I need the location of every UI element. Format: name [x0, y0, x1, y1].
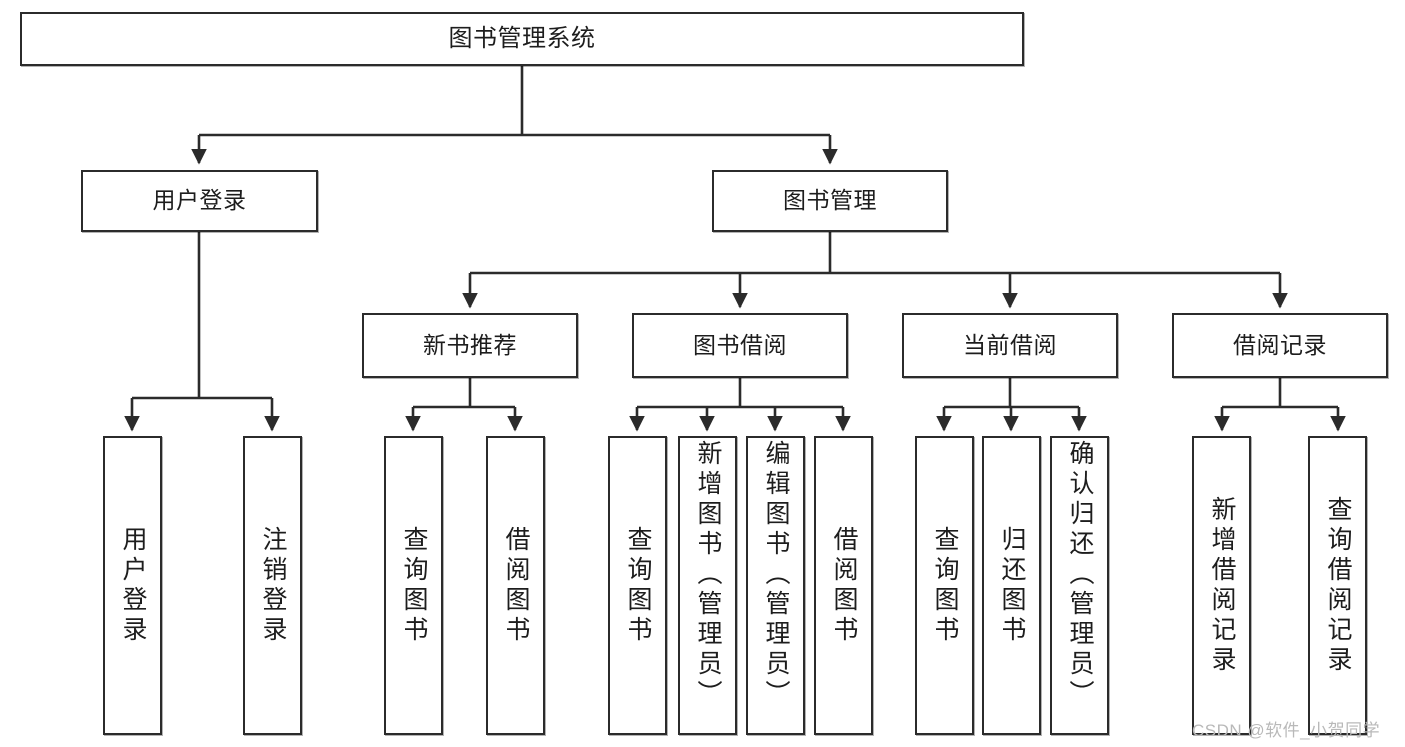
node-label: 查询图书 [931, 525, 959, 646]
node-book-management[interactable]: 图书管理 [712, 170, 948, 232]
leaf-return-book[interactable]: 归还图书 [982, 436, 1041, 735]
leaf-add-borrow-record[interactable]: 新增借阅记录 [1192, 436, 1251, 735]
leaf-query-book-current[interactable]: 查询图书 [915, 436, 974, 735]
node-label: 查询图书 [624, 525, 652, 646]
node-label: 借阅图书 [830, 525, 858, 646]
node-label: 借阅记录 [1233, 331, 1327, 358]
leaf-user-login[interactable]: 用户登录 [103, 436, 162, 735]
node-label: 用户登录 [152, 187, 247, 214]
node-label: 图书管理系统 [448, 24, 596, 52]
leaf-query-book-borrow[interactable]: 查询图书 [608, 436, 667, 735]
node-label: 归还图书 [998, 525, 1026, 646]
leaf-borrow-book-borrow[interactable]: 借阅图书 [814, 436, 873, 735]
node-label: 图书借阅 [693, 331, 787, 358]
node-user-login[interactable]: 用户登录 [81, 170, 318, 232]
node-label: 用户登录 [119, 525, 147, 646]
node-label: 编辑图书（管理员） [762, 440, 790, 710]
node-borrowing-records[interactable]: 借阅记录 [1172, 313, 1388, 378]
leaf-query-book-new-rec[interactable]: 查询图书 [384, 436, 443, 735]
leaf-borrow-book-new-rec[interactable]: 借阅图书 [486, 436, 545, 735]
csdn-watermark: CSDN @软件_小贺同学 [1192, 721, 1381, 740]
node-book-borrowing[interactable]: 图书借阅 [632, 313, 848, 378]
node-current-borrowing[interactable]: 当前借阅 [902, 313, 1118, 378]
node-label: 新增借阅记录 [1208, 495, 1236, 676]
node-label: 查询借阅记录 [1324, 495, 1352, 676]
node-label: 查询图书 [400, 525, 428, 646]
leaf-confirm-return-admin[interactable]: 确认归还（管理员） [1050, 436, 1109, 735]
node-label: 确认归还（管理员） [1066, 440, 1094, 710]
node-new-book-recommendation[interactable]: 新书推荐 [362, 313, 578, 378]
leaf-user-logout[interactable]: 注销登录 [243, 436, 302, 735]
leaf-query-borrow-record[interactable]: 查询借阅记录 [1308, 436, 1367, 735]
leaf-add-book-admin[interactable]: 新增图书（管理员） [678, 436, 737, 735]
node-label: 注销登录 [259, 525, 287, 646]
node-root-book-management-system[interactable]: 图书管理系统 [20, 12, 1024, 66]
node-label: 图书管理 [783, 187, 877, 214]
node-label: 新增图书（管理员） [694, 440, 722, 710]
leaf-edit-book-admin[interactable]: 编辑图书（管理员） [746, 436, 805, 735]
node-label: 新书推荐 [423, 331, 517, 358]
node-label: 当前借阅 [963, 331, 1057, 358]
node-label: 借阅图书 [502, 525, 530, 646]
